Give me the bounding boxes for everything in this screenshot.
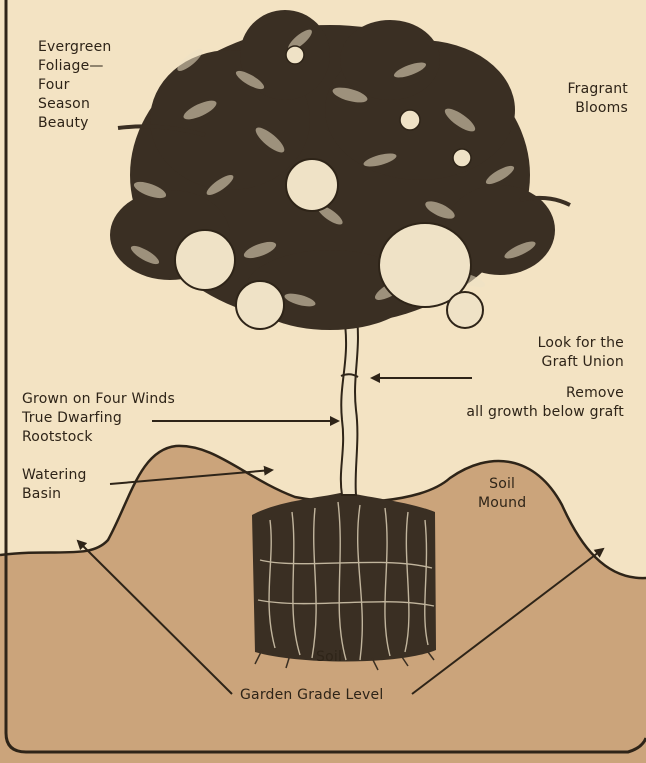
label-graft-union: Look for the Graft Union (538, 334, 624, 372)
label-line: Beauty (38, 114, 112, 133)
label-line: Graft Union (538, 353, 624, 372)
label-line: Soil (478, 475, 526, 494)
label-remove-growth: Remove all growth below graft (466, 384, 624, 422)
label-line: True Dwarfing (22, 409, 175, 428)
label-line: Look for the (538, 334, 624, 353)
label-rootstock: Grown on Four Winds True Dwarfing Rootst… (22, 390, 175, 447)
label-line: Grown on Four Winds (22, 390, 175, 409)
label-fragrant-blooms: Fragrant Blooms (567, 80, 628, 118)
trunk-icon (341, 310, 358, 495)
label-line: Remove (466, 384, 624, 403)
label-line: Blooms (567, 99, 628, 118)
label-soil-mound: Soil Mound (478, 475, 526, 513)
label-watering-basin: Watering Basin (22, 466, 87, 504)
root-ball-icon (252, 492, 436, 670)
label-evergreen-foliage: Evergreen Foliage— Four Season Beauty (38, 38, 112, 133)
label-line: Four (38, 76, 112, 95)
label-line: Basin (22, 485, 87, 504)
label-line: Season (38, 95, 112, 114)
label-line: Fragrant (567, 80, 628, 99)
label-line: Watering (22, 466, 87, 485)
label-line: Evergreen (38, 38, 112, 57)
label-line: all growth below graft (466, 403, 624, 422)
label-line: Rootstock (22, 428, 175, 447)
label-soil: Soil (316, 648, 342, 667)
label-line: Mound (478, 494, 526, 513)
label-line: Foliage— (38, 57, 112, 76)
orange-tree-illustration-icon (110, 10, 570, 330)
label-garden-grade-level: Garden Grade Level (240, 686, 383, 705)
